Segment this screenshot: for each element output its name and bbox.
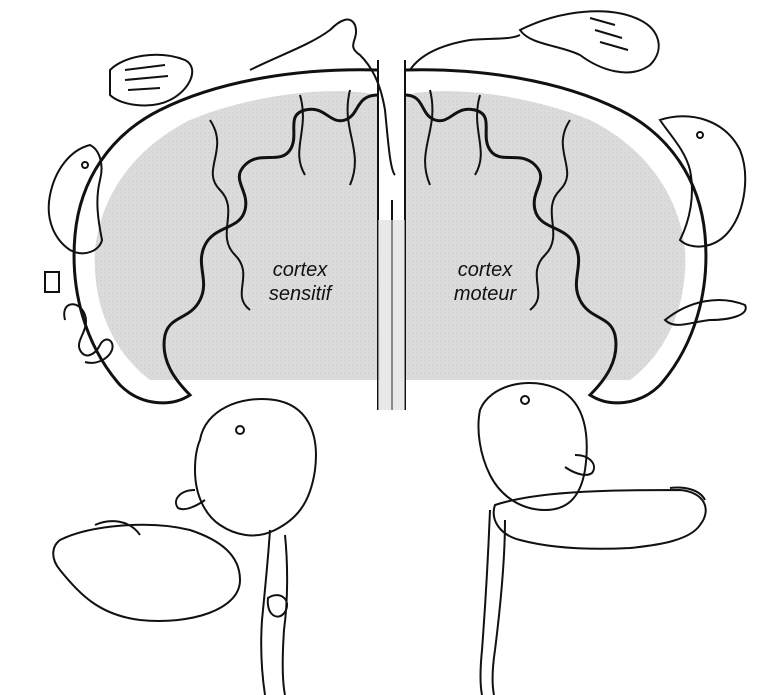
left-side-eye [82,162,88,168]
right-top-foot [520,11,659,72]
right-hemisphere [405,60,706,410]
label-cortex-sensitif: cortex sensitif [240,258,360,306]
bl-hand [53,521,240,621]
label-sensory-line2: sensitif [240,282,360,306]
br-body [481,510,506,695]
midline-gap [378,220,405,410]
br-tongue [565,455,594,475]
bl-body [261,530,287,695]
label-cortex-moteur: cortex moteur [425,258,545,306]
bottom-right-homunculus [478,383,705,695]
bl-eye [236,426,244,434]
br-head [478,383,586,510]
right-white-matter [405,91,685,380]
left-top-hand [110,55,192,106]
left-white-matter [95,91,380,380]
br-eye [521,396,529,404]
label-sensory-line1: cortex [240,258,360,282]
right-top-arm [410,35,520,70]
bl-head [195,399,316,535]
bl-genital [268,595,287,616]
br-hand [494,488,706,549]
right-side-eye [697,132,703,138]
label-motor-line1: cortex [425,258,545,282]
left-hemisphere [74,60,392,410]
label-motor-line2: moteur [425,282,545,306]
left-side-tooth [45,272,59,292]
bottom-left-homunculus [53,399,316,695]
